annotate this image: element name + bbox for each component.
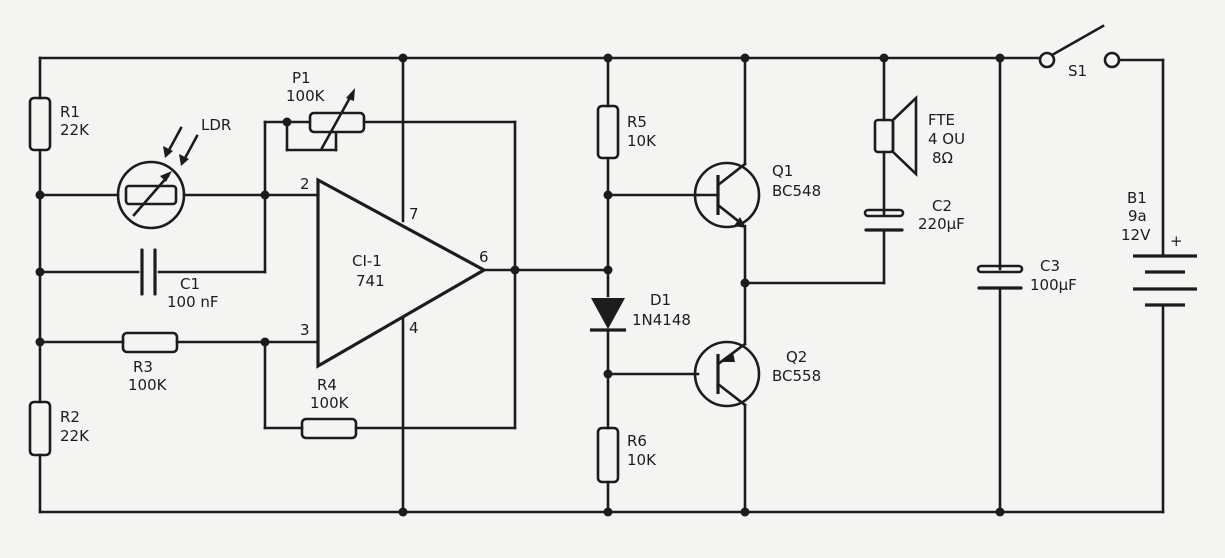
capacitor-c1	[38, 248, 267, 296]
c3-value: 100µF	[1030, 276, 1077, 294]
resistor-r3	[121, 331, 179, 354]
r3-ref: R3	[133, 358, 153, 376]
c1-value: 100 nF	[167, 293, 219, 311]
r2-ref: R2	[60, 408, 80, 426]
potentiometer-p1	[308, 88, 366, 150]
opamp-value: 741	[356, 272, 385, 290]
fte-value-1: 4 OU	[928, 130, 965, 148]
d1-ref: D1	[650, 291, 671, 309]
c2-ref: C2	[932, 197, 952, 215]
q2-value: BC558	[772, 367, 821, 385]
s1-ref: S1	[1068, 62, 1087, 80]
fte-value-2: 8Ω	[932, 149, 953, 167]
transistor-q2	[693, 340, 761, 408]
transistor-q1	[693, 161, 761, 229]
b1-value-2: 12V	[1121, 226, 1151, 244]
b1-value-1: 9a	[1128, 207, 1147, 225]
ldr-symbol	[38, 126, 267, 230]
resistor-r6	[596, 426, 620, 484]
r1-ref: R1	[60, 103, 80, 121]
r5-ref: R5	[627, 113, 647, 131]
d1-value: 1N4148	[632, 311, 691, 329]
c2-value: 220µF	[918, 215, 965, 233]
pin-2-label: 2	[300, 175, 310, 193]
r3-value: 100K	[128, 376, 168, 394]
c3-ref: C3	[1040, 257, 1060, 275]
switch-s1	[1038, 24, 1165, 69]
bias-column-wire	[606, 56, 700, 514]
b1-plus-sign: +	[1170, 232, 1183, 250]
q2-ref: Q2	[786, 348, 807, 366]
r1-value: 22K	[60, 121, 90, 139]
capacitor-c3	[976, 264, 1024, 290]
resistor-r4-wire	[263, 340, 517, 430]
resistor-r1	[28, 96, 52, 152]
r4-value: 100K	[310, 394, 350, 412]
opamp-ref: CI-1	[352, 252, 382, 270]
fte-ref: FTE	[928, 111, 955, 129]
q1-value: BC548	[772, 182, 821, 200]
diode-d1	[590, 298, 626, 332]
resistor-r5	[596, 104, 620, 160]
opamp-ci1	[316, 177, 488, 369]
q1-ref: Q1	[772, 162, 793, 180]
r6-ref: R6	[627, 432, 647, 450]
pin-4-label: 4	[409, 319, 419, 337]
p1-ref: P1	[292, 69, 311, 87]
speaker-fte	[873, 94, 918, 178]
resistor-r4	[300, 417, 358, 440]
r6-value: 10K	[627, 451, 657, 469]
pin-3-label: 3	[300, 321, 310, 339]
b1-ref: B1	[1127, 189, 1147, 207]
c1-ref: C1	[180, 275, 200, 293]
battery-b1	[1133, 254, 1197, 307]
ldr-ref: LDR	[201, 116, 231, 134]
pin-6-label: 6	[479, 248, 489, 266]
resistor-r2	[28, 400, 52, 457]
pin-7-label: 7	[409, 205, 419, 223]
r5-value: 10K	[627, 132, 657, 150]
r4-ref: R4	[317, 376, 337, 394]
r2-value: 22K	[60, 427, 90, 445]
capacitor-c2	[863, 208, 905, 232]
p1-value: 100K	[286, 87, 326, 105]
output-stage-wire	[743, 56, 886, 514]
junction-dots	[35, 53, 1005, 517]
